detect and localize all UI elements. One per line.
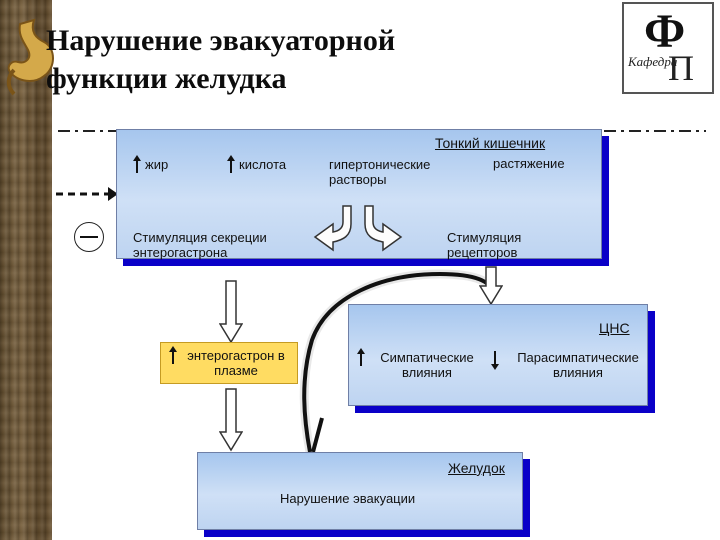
parasympathetic-influence: Парасимпатические влияния <box>491 350 653 380</box>
right-effect: Стимуляция рецепторов <box>447 230 522 260</box>
logo-letter: Ф <box>644 5 686 58</box>
department-logo: Ф П Кафедра <box>622 2 714 94</box>
small-intestine-box: Тонкий кишечник жир кислота гипертоничес… <box>116 129 602 260</box>
minus-icon <box>80 236 98 238</box>
stomach-heading: Желудок <box>448 460 505 476</box>
evacuation-disorder: Нарушение эвакуации <box>280 491 416 506</box>
stomach-box: Желудок Нарушение эвакуации <box>197 452 523 530</box>
enterogastrone-plasma-box: энтерогастрон в плазме <box>160 342 298 384</box>
cns-heading: ЦНС <box>599 320 630 336</box>
small-intestine-heading: Тонкий кишечник <box>435 135 546 151</box>
stomach-right-connector <box>311 417 324 453</box>
enterogastrone-plasma-label: энтерогастрон в плазме <box>169 346 291 378</box>
down-arrow-icon <box>219 280 243 344</box>
cns-box: ЦНС Симпатические влияния Парасимпатичес… <box>348 304 648 406</box>
left-effect: Стимуляция секреции энтерогастрона <box>133 230 267 260</box>
down-arrow-icon <box>219 388 243 452</box>
title-line-1: Нарушение эвакуаторной <box>46 24 396 57</box>
slide-title: Нарушение эвакуаторной функции желудка <box>46 22 395 98</box>
title-line-2: функции желудка <box>46 62 287 95</box>
logo-script: Кафедра <box>628 54 678 69</box>
wood-sidebar <box>0 0 52 540</box>
sympathetic-influence: Симпатические влияния <box>357 348 485 380</box>
logo-subletter: П <box>668 48 694 88</box>
factor-stretching: растяжение <box>493 156 565 171</box>
factor-fat: жир <box>132 155 168 173</box>
inhibition-sign <box>74 222 104 252</box>
factor-acid: кислота <box>226 155 286 173</box>
factor-hypertonic-solutions: гипертонические растворы <box>329 157 431 187</box>
down-arrow-icon <box>479 266 503 306</box>
